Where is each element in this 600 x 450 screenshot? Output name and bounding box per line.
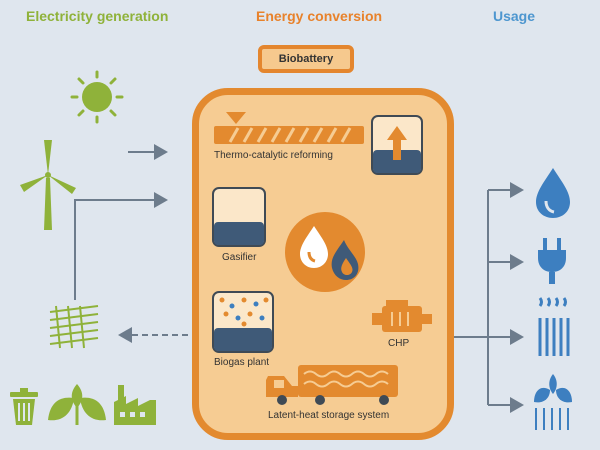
plant-leaves-icon (48, 384, 106, 425)
label-thermo-catalytic-reforming: Thermo-catalytic reforming (214, 150, 333, 161)
snowflake-leaves-icon (534, 374, 572, 430)
biobattery-title: Biobattery (258, 45, 354, 73)
power-plug-icon (538, 238, 566, 284)
sun-icon (70, 70, 124, 124)
header-usage: Usage (493, 8, 536, 24)
trash-bin-icon (10, 388, 38, 425)
biogas-tank-icon (212, 291, 274, 353)
header-energy-conversion: Energy conversion (256, 8, 383, 24)
label-chp: CHP (388, 338, 410, 349)
engine-icon (372, 300, 432, 332)
truck-icon (266, 365, 398, 405)
label-biogas-plant: Biogas plant (214, 357, 270, 368)
input-arrows (74, 144, 188, 343)
conveyor-reformer-icon (214, 112, 364, 144)
label-latent-heat-storage: Latent-heat storage system (268, 410, 390, 421)
heater-icon (538, 297, 570, 356)
water-drop-icon (536, 168, 570, 218)
storage-tank-icon (371, 115, 423, 175)
solar-panel-icon (49, 305, 99, 349)
gasifier-tank-icon (212, 187, 266, 247)
water-flame-icon (285, 212, 365, 292)
label-gasifier: Gasifier (222, 252, 257, 263)
factory-icon (114, 385, 156, 425)
header-electricity-generation: Electricity generation (26, 8, 169, 24)
output-arrows (454, 182, 524, 413)
wind-turbine-icon (20, 140, 76, 230)
